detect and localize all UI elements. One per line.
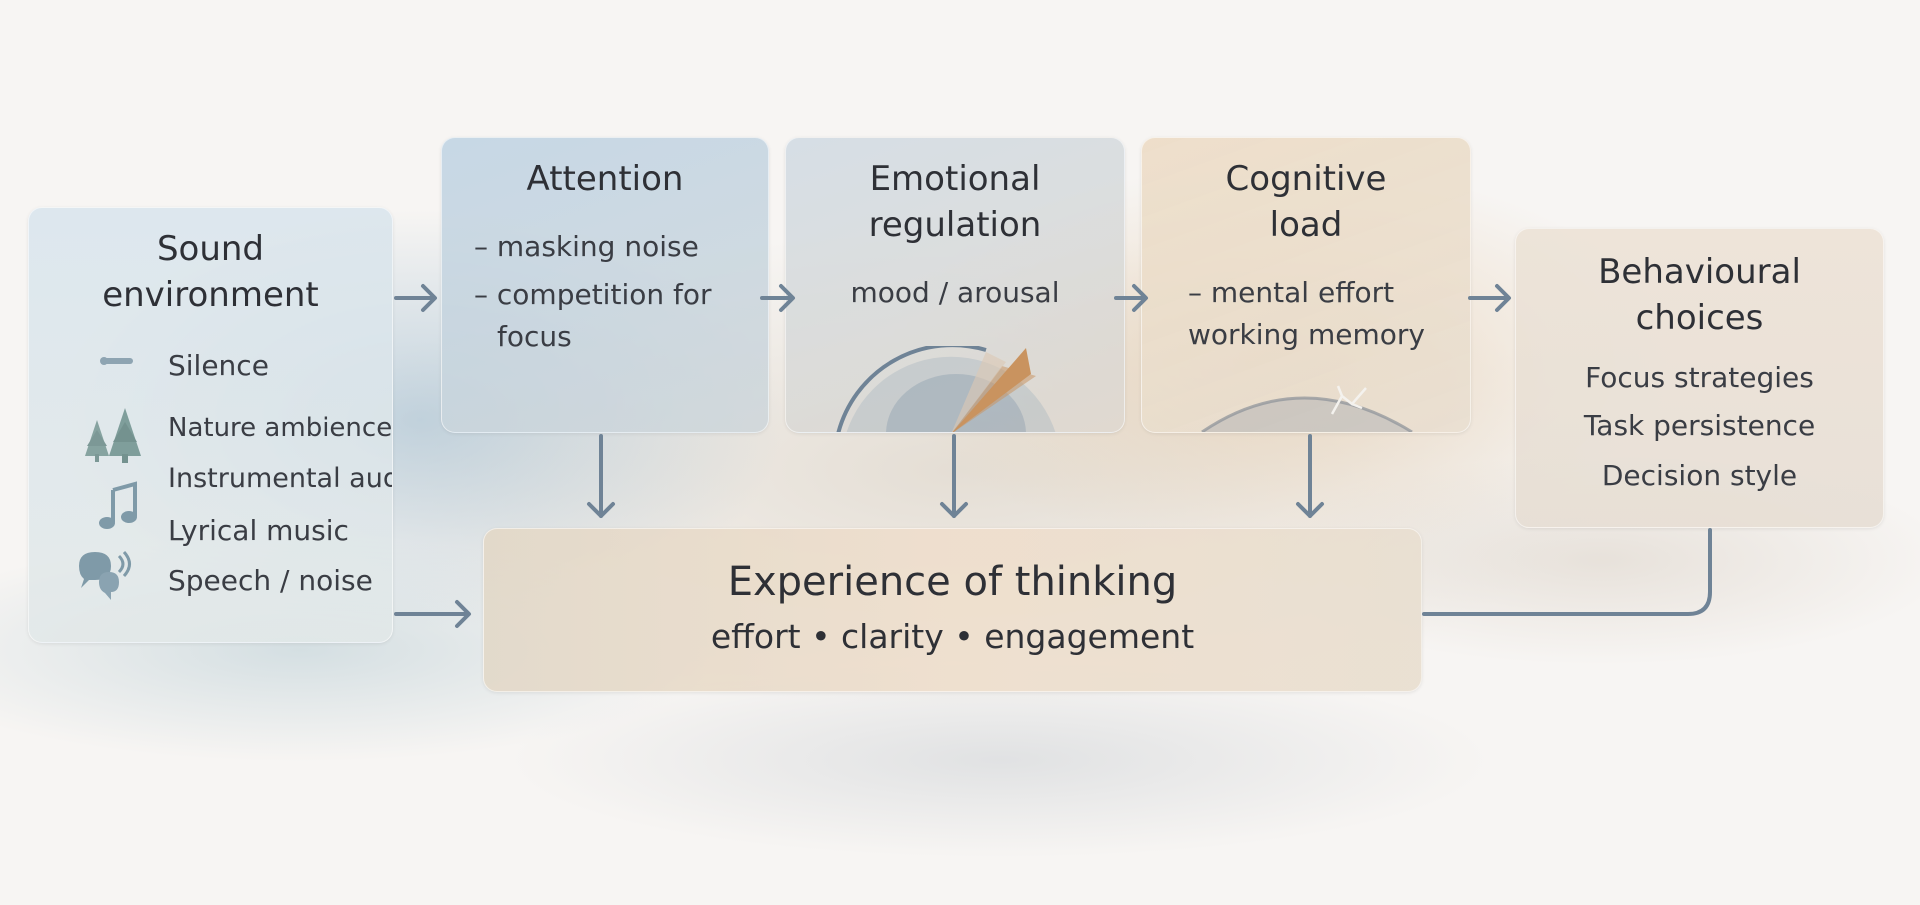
sound-environment-box: Sound environment Silence Nature ambienc… — [28, 207, 393, 643]
cognitive-load-box: Cognitive load – mental effort working m… — [1141, 137, 1471, 433]
attention-title: Attention — [526, 159, 684, 199]
experience-title: Experience of thinking — [727, 559, 1178, 605]
cognitive-load-title: Cognitive load — [1225, 159, 1387, 245]
attention-line-2: – competition for — [474, 278, 712, 311]
music-note-icon — [99, 481, 137, 529]
attention-box: Attention – masking noise – competition … — [441, 137, 769, 433]
emotional-regulation-line-1: mood / arousal — [850, 276, 1060, 309]
experience-of-thinking-box: Experience of thinking effort • clarity … — [483, 528, 1422, 692]
behavioural-choices-title: Behavioural choices — [1598, 252, 1801, 338]
attention-line-3: focus — [497, 320, 572, 353]
behaviour-item-task-persistence: Task persistence — [1583, 409, 1816, 442]
sound-item-silence: Silence — [168, 349, 269, 382]
feedback-line-behaviour-to-experience — [1422, 528, 1712, 616]
cognitive-load-line-2: working memory — [1188, 318, 1425, 351]
trees-icon — [85, 408, 141, 463]
behaviour-item-focus-strategies: Focus strategies — [1585, 361, 1814, 394]
mood-gauge-icon — [836, 346, 1056, 432]
behaviour-item-decision-style: Decision style — [1601, 459, 1798, 492]
sound-environment-title: Sound environment — [102, 229, 319, 315]
strain-arc-icon — [1201, 385, 1413, 432]
experience-subtitle: effort • clarity • engagement — [710, 617, 1195, 656]
cognitive-load-line-1: – mental effort — [1188, 276, 1395, 309]
speech-bubbles-icon — [79, 550, 131, 600]
behavioural-choices-box: Behavioural choices Focus strategies Tas… — [1515, 228, 1884, 528]
emotional-regulation-title: Emotional regulation — [868, 159, 1042, 245]
sound-item-nature-ambience: Nature ambience — [168, 413, 393, 443]
attention-line-1: – masking noise — [474, 230, 699, 263]
silence-icon — [100, 357, 133, 365]
emotional-regulation-box: Emotional regulation mood / arousal — [785, 137, 1125, 433]
sound-item-lyrical-music: Lyrical music — [168, 514, 349, 547]
sound-item-speech-noise: Speech / noise — [168, 564, 373, 597]
sound-item-instrumental-audio: Instrumental audio — [168, 463, 392, 494]
